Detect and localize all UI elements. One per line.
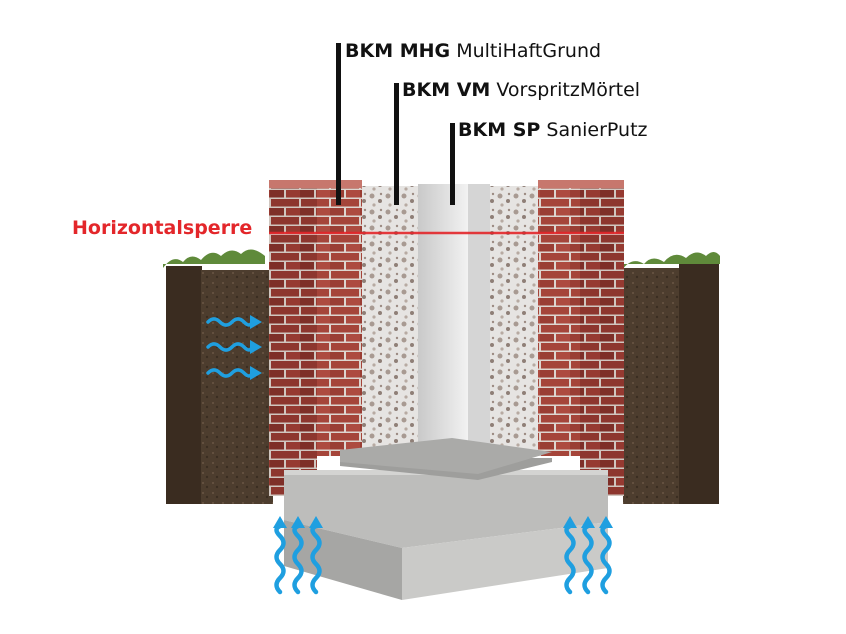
horizontal-barrier-label: Horizontalsperre — [72, 217, 253, 239]
label-mhg: BKM MHG MultiHaftGrund — [345, 42, 601, 61]
label-mhg-name: MultiHaftGrund — [456, 40, 602, 62]
smooth-finish-layer — [418, 184, 468, 454]
leader-line-sp — [450, 123, 455, 205]
label-vm-code: BKM VM — [402, 79, 491, 101]
leader-line-mhg — [336, 43, 341, 205]
label-vm: BKM VM VorspritzMörtel — [402, 81, 640, 100]
label-sp: BKM SP SanierPutz — [458, 121, 648, 140]
moisture-arrows-rising — [274, 523, 612, 595]
moisture-arrows-lateral — [206, 317, 254, 378]
brick-wall-left — [269, 180, 362, 496]
moisture-arrowheads-rising — [273, 516, 613, 528]
label-vm-name: VorspritzMörtel — [496, 79, 641, 101]
label-sp-code: BKM SP — [458, 119, 541, 141]
soil-left — [163, 249, 273, 504]
plaster-layer-left — [362, 186, 418, 454]
brick-wall-right — [538, 180, 624, 496]
leader-line-vm — [394, 83, 399, 205]
plaster-layer-right — [490, 186, 538, 454]
concrete-slab — [284, 438, 608, 600]
label-sp-name: SanierPutz — [546, 119, 648, 141]
moisture-arrowheads-lateral — [250, 315, 262, 380]
label-mhg-code: BKM MHG — [345, 40, 451, 62]
soil-right — [622, 252, 720, 504]
